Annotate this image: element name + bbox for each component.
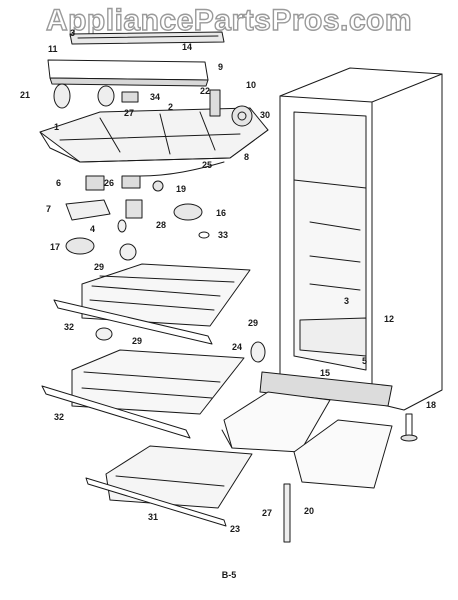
lower-shelf-rail (85, 477, 227, 527)
control-box (65, 199, 143, 221)
callout-17: 17 (50, 242, 61, 252)
callout-20: 20 (304, 506, 315, 516)
upper-shelf (81, 263, 251, 327)
light-socket (97, 85, 115, 107)
callout-6: 6 (56, 178, 62, 188)
callout-4: 4 (90, 224, 96, 234)
leveling-leg (400, 413, 418, 442)
lower-shelf (105, 445, 253, 509)
watermark: AppliancePartsPros.com (45, 3, 413, 37)
fan-motor (231, 105, 253, 127)
middle-shelf-rail (41, 385, 191, 439)
thermostat (85, 175, 164, 192)
callout-30: 30 (260, 110, 271, 120)
shaft-part (209, 89, 221, 117)
bushing-29-top (119, 243, 137, 261)
callout-29-right: 29 (248, 318, 259, 328)
washer-33 (198, 231, 210, 239)
fan-blade (53, 83, 71, 109)
crisper-drawer-left (221, 391, 331, 453)
callout-29-mid: 29 (132, 336, 143, 346)
cable (139, 161, 225, 177)
callout-32-upper: 32 (64, 322, 75, 332)
knob-16 (173, 203, 203, 221)
callout-27-bottom: 27 (262, 508, 273, 518)
knob-17 (65, 237, 95, 255)
callout-31: 31 (148, 512, 159, 522)
callout-34: 34 (150, 92, 161, 102)
callout-24: 24 (232, 342, 243, 352)
callout-21: 21 (20, 90, 31, 100)
bushing-29-mid (95, 327, 113, 341)
callout-10: 10 (246, 80, 257, 90)
callout-1: 1 (54, 122, 60, 132)
callout-5: 5 (362, 356, 368, 366)
light-bulb-4 (117, 219, 127, 233)
callout-25: 25 (202, 160, 213, 170)
crisper-drawer-right (293, 419, 393, 489)
control-housing (39, 107, 269, 163)
callout-8: 8 (244, 152, 250, 162)
callout-18: 18 (426, 400, 437, 410)
front-cover-panel (47, 59, 209, 87)
callout-32-lower: 32 (54, 412, 65, 422)
callout-14: 14 (182, 42, 193, 52)
callout-23: 23 (230, 524, 241, 534)
support-post (283, 483, 291, 543)
top-trim-rail (69, 31, 225, 45)
callout-3-right: 3 (344, 296, 350, 306)
callout-33: 33 (218, 230, 229, 240)
callout-28: 28 (156, 220, 167, 230)
callout-22: 22 (200, 86, 211, 96)
bushing-29-right (250, 341, 266, 363)
callout-15: 15 (320, 368, 331, 378)
callout-12: 12 (384, 314, 395, 324)
callout-19: 19 (176, 184, 187, 194)
upper-shelf-rail (53, 299, 213, 345)
page-label: B-5 (221, 570, 237, 580)
bracket (121, 91, 139, 103)
refrigerator-cabinet (279, 67, 443, 411)
callout-27: 27 (124, 108, 135, 118)
callout-9: 9 (218, 62, 224, 72)
callout-11: 11 (48, 44, 58, 54)
callout-16: 16 (216, 208, 227, 218)
callout-29-top: 29 (94, 262, 105, 272)
callout-3: 3 (70, 28, 76, 38)
callout-2: 2 (168, 102, 174, 112)
callout-26: 26 (104, 178, 115, 188)
drawer-cover (259, 371, 393, 407)
callout-7: 7 (46, 204, 52, 214)
